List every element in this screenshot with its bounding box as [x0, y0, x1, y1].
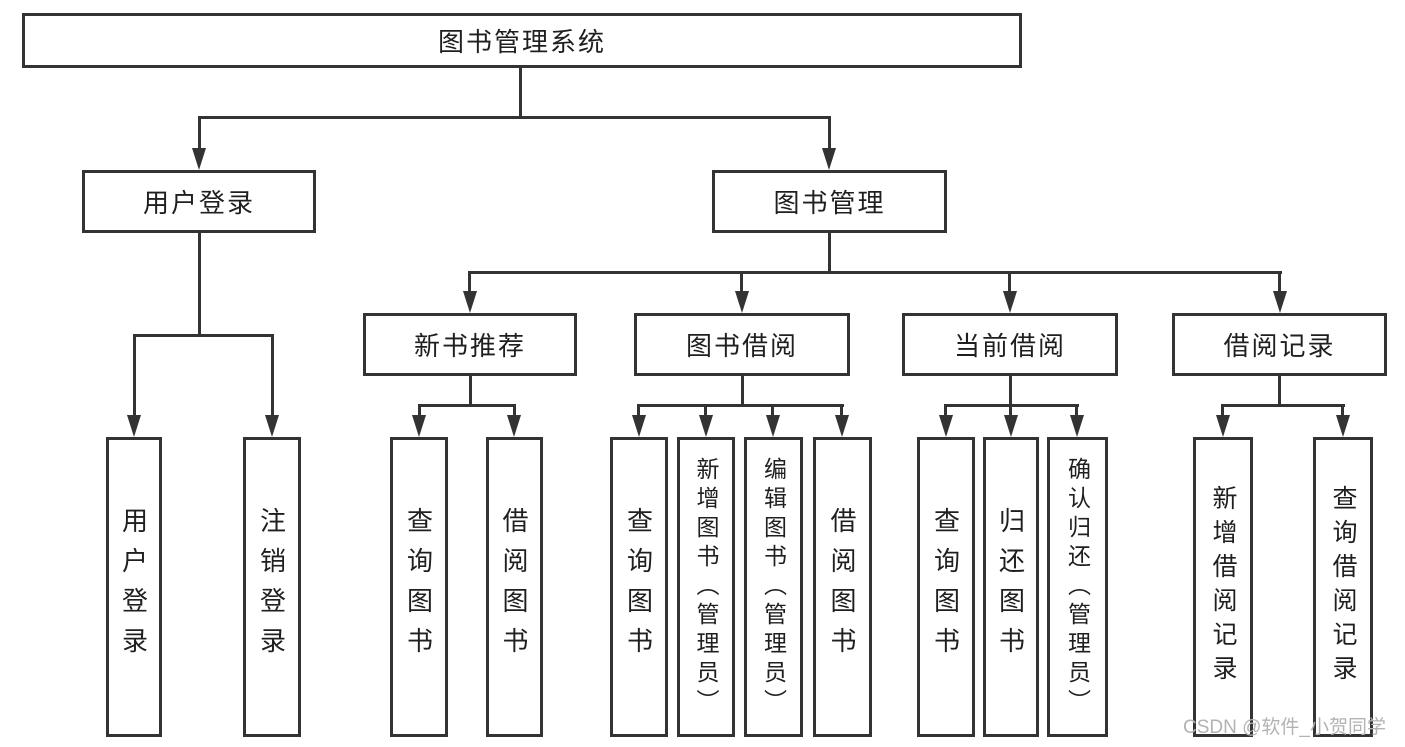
- node-label: 图书管理: [773, 188, 886, 218]
- connector-vertical: [198, 116, 201, 150]
- node-label: 归还图书: [995, 507, 1026, 667]
- arrowhead: [1070, 415, 1084, 437]
- connector-horizontal: [418, 404, 516, 407]
- arrowhead: [1273, 291, 1287, 313]
- connector-vertical: [828, 233, 831, 274]
- node-current-borrowing: 当前借阅: [902, 313, 1118, 376]
- node-label: 新书推荐: [413, 331, 526, 361]
- node-login: 用户登录: [106, 437, 162, 737]
- arrowhead: [1004, 415, 1018, 437]
- connector-horizontal: [469, 271, 1282, 274]
- arrowhead: [265, 415, 279, 437]
- node-label: 注销登录: [256, 507, 287, 667]
- connector-vertical: [1008, 271, 1011, 295]
- node-label: 当前借阅: [953, 331, 1066, 361]
- node-add-books-admin: 新增图书（管理员）: [677, 437, 735, 737]
- connector-vertical: [1341, 404, 1344, 419]
- connector-horizontal: [133, 334, 274, 337]
- node-query-books-recommend: 查询图书: [390, 437, 448, 737]
- arrowhead: [835, 415, 849, 437]
- connector-horizontal: [1222, 404, 1345, 407]
- arrowhead: [766, 415, 780, 437]
- node-label: 查询图书: [930, 507, 961, 667]
- arrowhead: [939, 415, 953, 437]
- node-label: 编辑图书（管理员）: [760, 456, 787, 718]
- connector-horizontal: [945, 404, 1079, 407]
- arrowhead: [822, 148, 836, 170]
- node-borrow-books-recommend: 借阅图书: [486, 437, 543, 737]
- csdn-watermark: CSDN @软件_小贺同学: [1183, 717, 1386, 738]
- connector-vertical: [828, 116, 831, 150]
- connector-vertical: [468, 271, 471, 295]
- arrowhead: [1003, 291, 1017, 313]
- arrowhead: [735, 291, 749, 313]
- connector-vertical: [133, 334, 136, 419]
- arrowhead: [507, 415, 521, 437]
- node-book-borrowing: 图书借阅: [634, 313, 850, 376]
- node-book-management: 图书管理: [712, 170, 947, 233]
- arrowhead: [632, 415, 646, 437]
- node-edit-books-admin: 编辑图书（管理员）: [744, 437, 803, 737]
- connector-vertical: [840, 404, 843, 419]
- connector-horizontal: [198, 116, 831, 119]
- node-label: 查询借阅记录: [1329, 485, 1357, 689]
- node-add-borrow-record: 新增借阅记录: [1193, 437, 1253, 737]
- arrowhead: [699, 415, 713, 437]
- arrowhead: [412, 415, 426, 437]
- node-label: 用户登录: [142, 188, 255, 218]
- node-return-books: 归还图书: [983, 437, 1039, 737]
- connector-vertical: [513, 404, 516, 419]
- node-label: 查询图书: [403, 507, 434, 667]
- connector-vertical: [519, 68, 522, 118]
- node-confirm-return-admin: 确认归还（管理员）: [1047, 437, 1108, 737]
- node-label: 确认归还（管理员）: [1064, 456, 1091, 718]
- node-user-login: 用户登录: [82, 170, 316, 233]
- connector-vertical: [418, 404, 421, 419]
- connector-vertical: [637, 404, 640, 419]
- node-query-books-current: 查询图书: [917, 437, 975, 737]
- arrowhead: [1336, 415, 1350, 437]
- node-label: 借阅图书: [499, 507, 529, 667]
- node-label: 图书管理系统: [437, 27, 606, 57]
- node-label: 用户登录: [118, 507, 149, 667]
- connector-vertical: [271, 334, 274, 419]
- connector-vertical: [704, 404, 707, 419]
- connector-vertical: [1278, 376, 1281, 407]
- arrowhead: [127, 415, 141, 437]
- connector-vertical: [1009, 376, 1012, 407]
- connector-vertical: [771, 404, 774, 419]
- connector-horizontal: [638, 404, 844, 407]
- connector-vertical: [741, 376, 744, 407]
- connector-vertical: [469, 376, 472, 407]
- node-label: 借阅图书: [827, 507, 857, 667]
- node-root-system: 图书管理系统: [22, 13, 1022, 68]
- arrowhead: [463, 291, 477, 313]
- connector-vertical: [1278, 271, 1281, 295]
- connector-vertical: [198, 233, 201, 337]
- node-query-books-borrowing: 查询图书: [610, 437, 668, 737]
- node-label: 借阅记录: [1223, 331, 1336, 361]
- node-query-borrow-record: 查询借阅记录: [1313, 437, 1373, 737]
- node-label: 新增图书（管理员）: [693, 456, 719, 718]
- connector-vertical: [1075, 404, 1078, 419]
- connector-vertical: [740, 271, 743, 295]
- arrowhead: [1216, 415, 1230, 437]
- node-label: 查询图书: [623, 507, 654, 667]
- connector-vertical: [1009, 404, 1012, 419]
- node-label: 图书借阅: [685, 331, 798, 361]
- node-new-book-recommend: 新书推荐: [363, 313, 577, 376]
- node-logout: 注销登录: [243, 437, 301, 737]
- connector-vertical: [1221, 404, 1224, 419]
- node-label: 新增借阅记录: [1209, 485, 1237, 689]
- arrowhead: [192, 148, 206, 170]
- node-borrowing-records: 借阅记录: [1172, 313, 1387, 376]
- connector-vertical: [944, 404, 947, 419]
- node-borrow-books-borrowing: 借阅图书: [813, 437, 872, 737]
